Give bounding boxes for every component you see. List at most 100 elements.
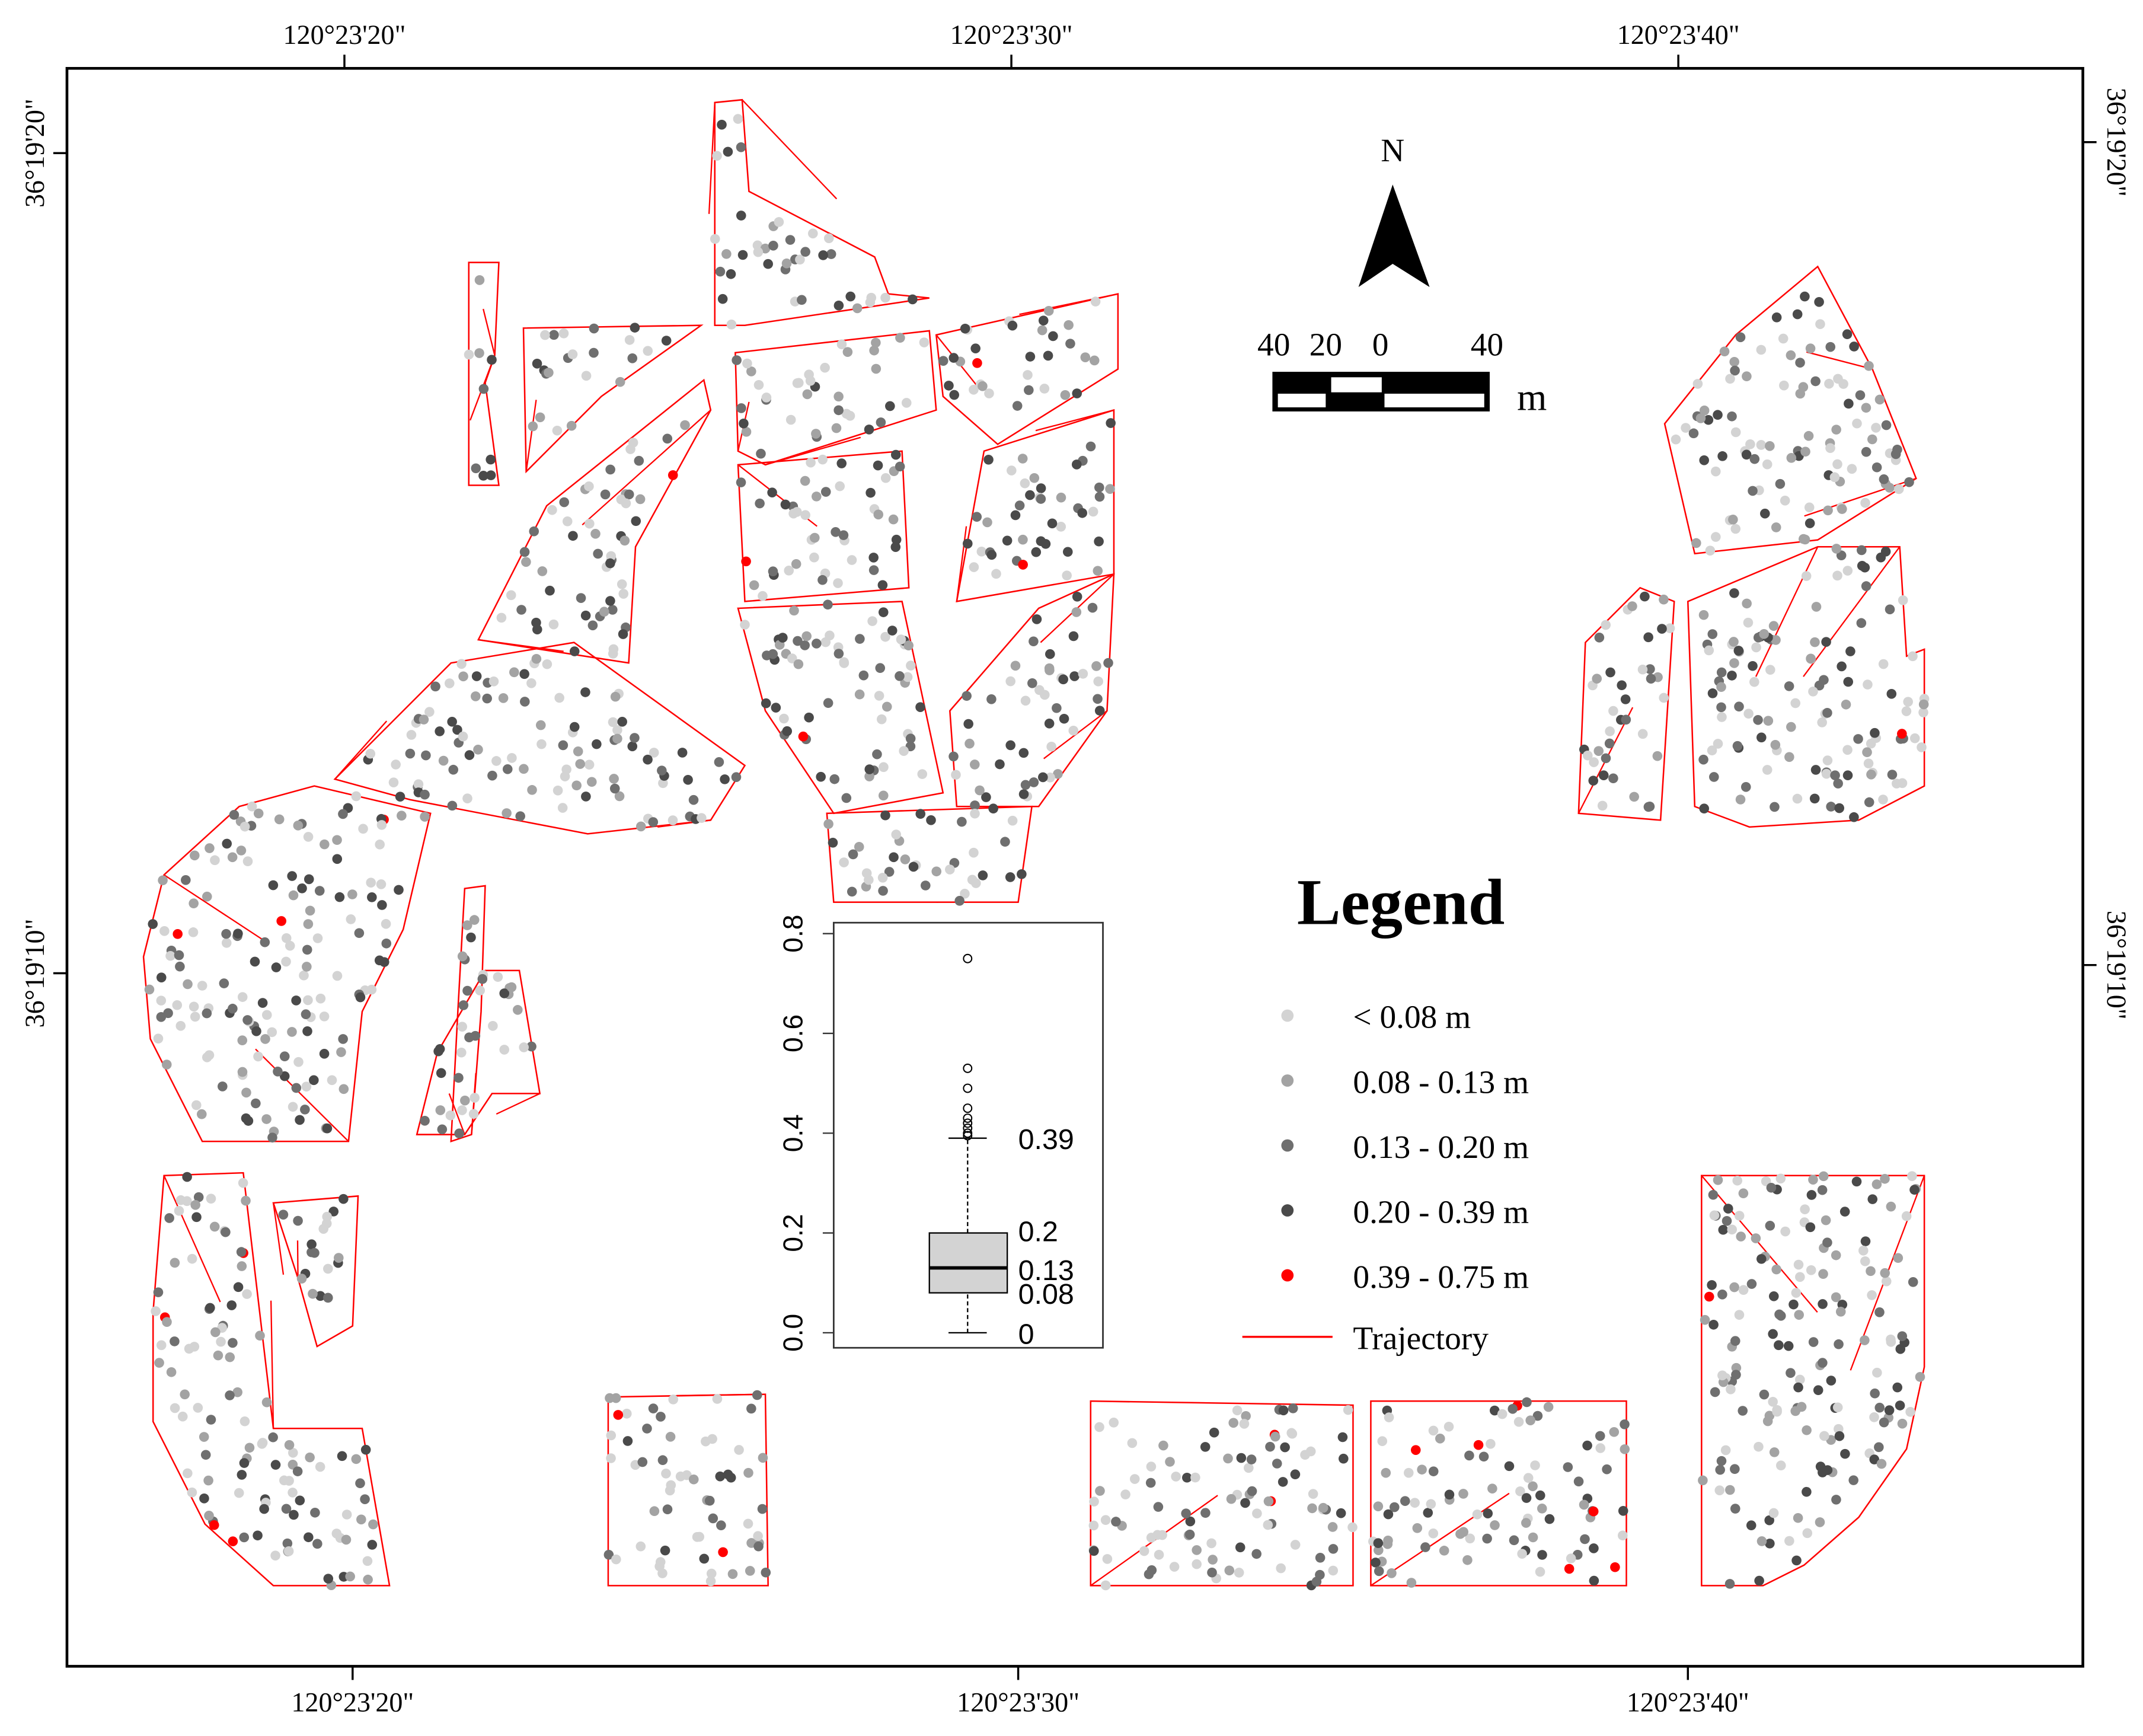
sample-point xyxy=(457,951,468,962)
sample-point xyxy=(526,1041,536,1052)
sample-point xyxy=(545,585,555,596)
sample-point xyxy=(649,1506,660,1517)
sample-point xyxy=(970,808,980,819)
sample-point xyxy=(1617,680,1627,691)
sample-point xyxy=(1047,518,1058,529)
sample-point xyxy=(1120,1489,1130,1499)
sample-point xyxy=(891,534,902,545)
sample-point xyxy=(1730,1504,1740,1514)
sample-point xyxy=(823,233,834,244)
north-arrow-icon xyxy=(1358,184,1430,288)
trajectory-path xyxy=(737,601,944,815)
sample-point xyxy=(270,1550,280,1561)
sample-point xyxy=(292,1466,303,1476)
sample-point xyxy=(1234,1568,1244,1578)
sample-point xyxy=(576,593,586,603)
sample-point xyxy=(1604,738,1615,749)
sample-point xyxy=(767,487,777,497)
sample-point xyxy=(1530,1460,1540,1470)
sample-point xyxy=(466,932,476,943)
sample-point xyxy=(478,384,489,394)
sample-point xyxy=(1290,1469,1301,1480)
sample-point xyxy=(1775,1173,1786,1184)
sample-point xyxy=(1106,418,1116,428)
sample-point xyxy=(293,1057,304,1067)
sample-point xyxy=(1048,331,1058,342)
sample-point xyxy=(1643,632,1653,643)
sample-point xyxy=(1062,547,1073,557)
sample-point xyxy=(267,1027,277,1038)
sample-point xyxy=(527,785,537,795)
sample-point xyxy=(1608,773,1618,784)
sample-point xyxy=(559,497,570,508)
sample-point xyxy=(581,371,592,381)
sample-point xyxy=(1103,658,1113,668)
sample-point xyxy=(1778,333,1789,344)
sample-point xyxy=(1601,620,1611,630)
sample-point xyxy=(848,849,858,860)
sample-point xyxy=(882,701,892,712)
sample-point xyxy=(1707,745,1717,756)
sample-point xyxy=(1746,1279,1757,1289)
sample-point xyxy=(1280,1442,1290,1453)
sample-point xyxy=(1698,754,1708,765)
sample-point xyxy=(624,335,635,345)
sample-point xyxy=(643,754,653,765)
sample-point xyxy=(835,481,845,492)
sample-point xyxy=(358,824,368,834)
boxplot-inset: 0.00.20.40.60.80.390.20.130.080 xyxy=(777,915,1104,1352)
trajectory-path xyxy=(496,1093,541,1115)
sample-point xyxy=(1031,547,1042,557)
sample-point xyxy=(1756,440,1767,450)
sample-point xyxy=(1328,1544,1339,1554)
sample-point xyxy=(861,868,872,879)
sample-point xyxy=(458,671,468,682)
sample-point xyxy=(1861,581,1871,591)
sample-point xyxy=(1786,453,1797,463)
sample-point xyxy=(716,1520,726,1531)
sample-point xyxy=(1046,741,1056,752)
sample-point xyxy=(205,1303,215,1313)
sample-point xyxy=(1751,642,1761,653)
sample-point xyxy=(547,505,557,515)
sample-point xyxy=(1695,413,1706,423)
sample-point xyxy=(605,464,615,475)
sample-point xyxy=(291,995,301,1006)
sample-point xyxy=(1580,1534,1590,1544)
sample-point xyxy=(552,425,563,436)
sample-point xyxy=(180,1389,190,1400)
sample-point xyxy=(1085,441,1096,452)
sample-point xyxy=(568,531,578,541)
sample-point xyxy=(355,992,366,1003)
sample-point xyxy=(1010,660,1021,671)
sample-point xyxy=(969,385,979,395)
sample-point xyxy=(304,874,314,885)
sample-point xyxy=(1272,1459,1282,1469)
sample-point xyxy=(1903,697,1913,707)
sample-point xyxy=(1692,379,1703,389)
sample-point xyxy=(833,649,844,659)
sample-point xyxy=(1801,571,1812,581)
sample-point xyxy=(394,885,404,895)
sample-point xyxy=(1819,675,1829,685)
sample-point xyxy=(1893,484,1904,494)
sample-point xyxy=(1093,676,1103,687)
sample-point xyxy=(1756,344,1767,355)
sample-point xyxy=(1879,474,1889,484)
sample-point xyxy=(351,1454,362,1464)
sample-point xyxy=(944,381,954,391)
sample-point xyxy=(1802,1425,1812,1435)
sample-point xyxy=(1794,1310,1805,1320)
sample-point xyxy=(1517,1549,1527,1559)
sample-point xyxy=(218,1081,228,1092)
sample-point xyxy=(643,346,653,356)
sample-point xyxy=(1582,750,1593,761)
sample-point xyxy=(1880,1268,1890,1278)
sample-point xyxy=(288,1447,298,1458)
sample-point xyxy=(661,1469,671,1479)
sample-point xyxy=(368,1519,378,1530)
sample-point xyxy=(795,254,805,265)
sample-point xyxy=(188,927,199,937)
sample-point xyxy=(908,861,919,872)
sample-point xyxy=(1805,1222,1816,1233)
